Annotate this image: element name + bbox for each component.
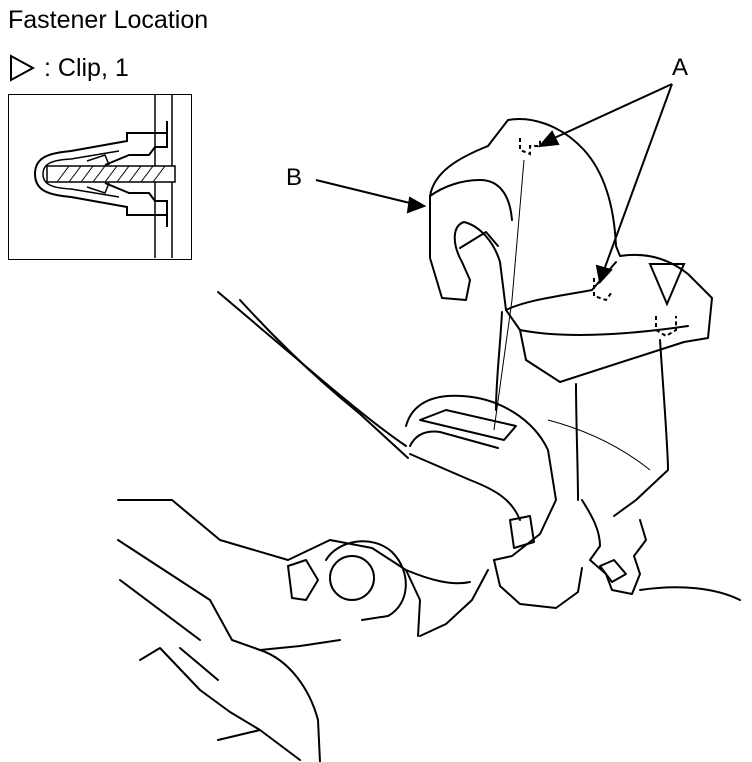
callout-b: B [286, 164, 303, 191]
cover-b [429, 118, 713, 383]
legend: : Clip, 1 [8, 52, 129, 84]
clip-detail-inset [8, 94, 192, 260]
clip-cross-section [34, 95, 176, 258]
legend-label: : Clip, 1 [44, 53, 129, 82]
hidden-clip-front [655, 316, 677, 338]
callout-a: A [672, 54, 689, 81]
hidden-clip-top [519, 138, 541, 156]
diagram-title: Fastener Location [8, 6, 209, 34]
clip-triangle-icon [10, 54, 36, 82]
hidden-clip-mid [593, 278, 613, 302]
clip-marker-icon [648, 263, 686, 307]
